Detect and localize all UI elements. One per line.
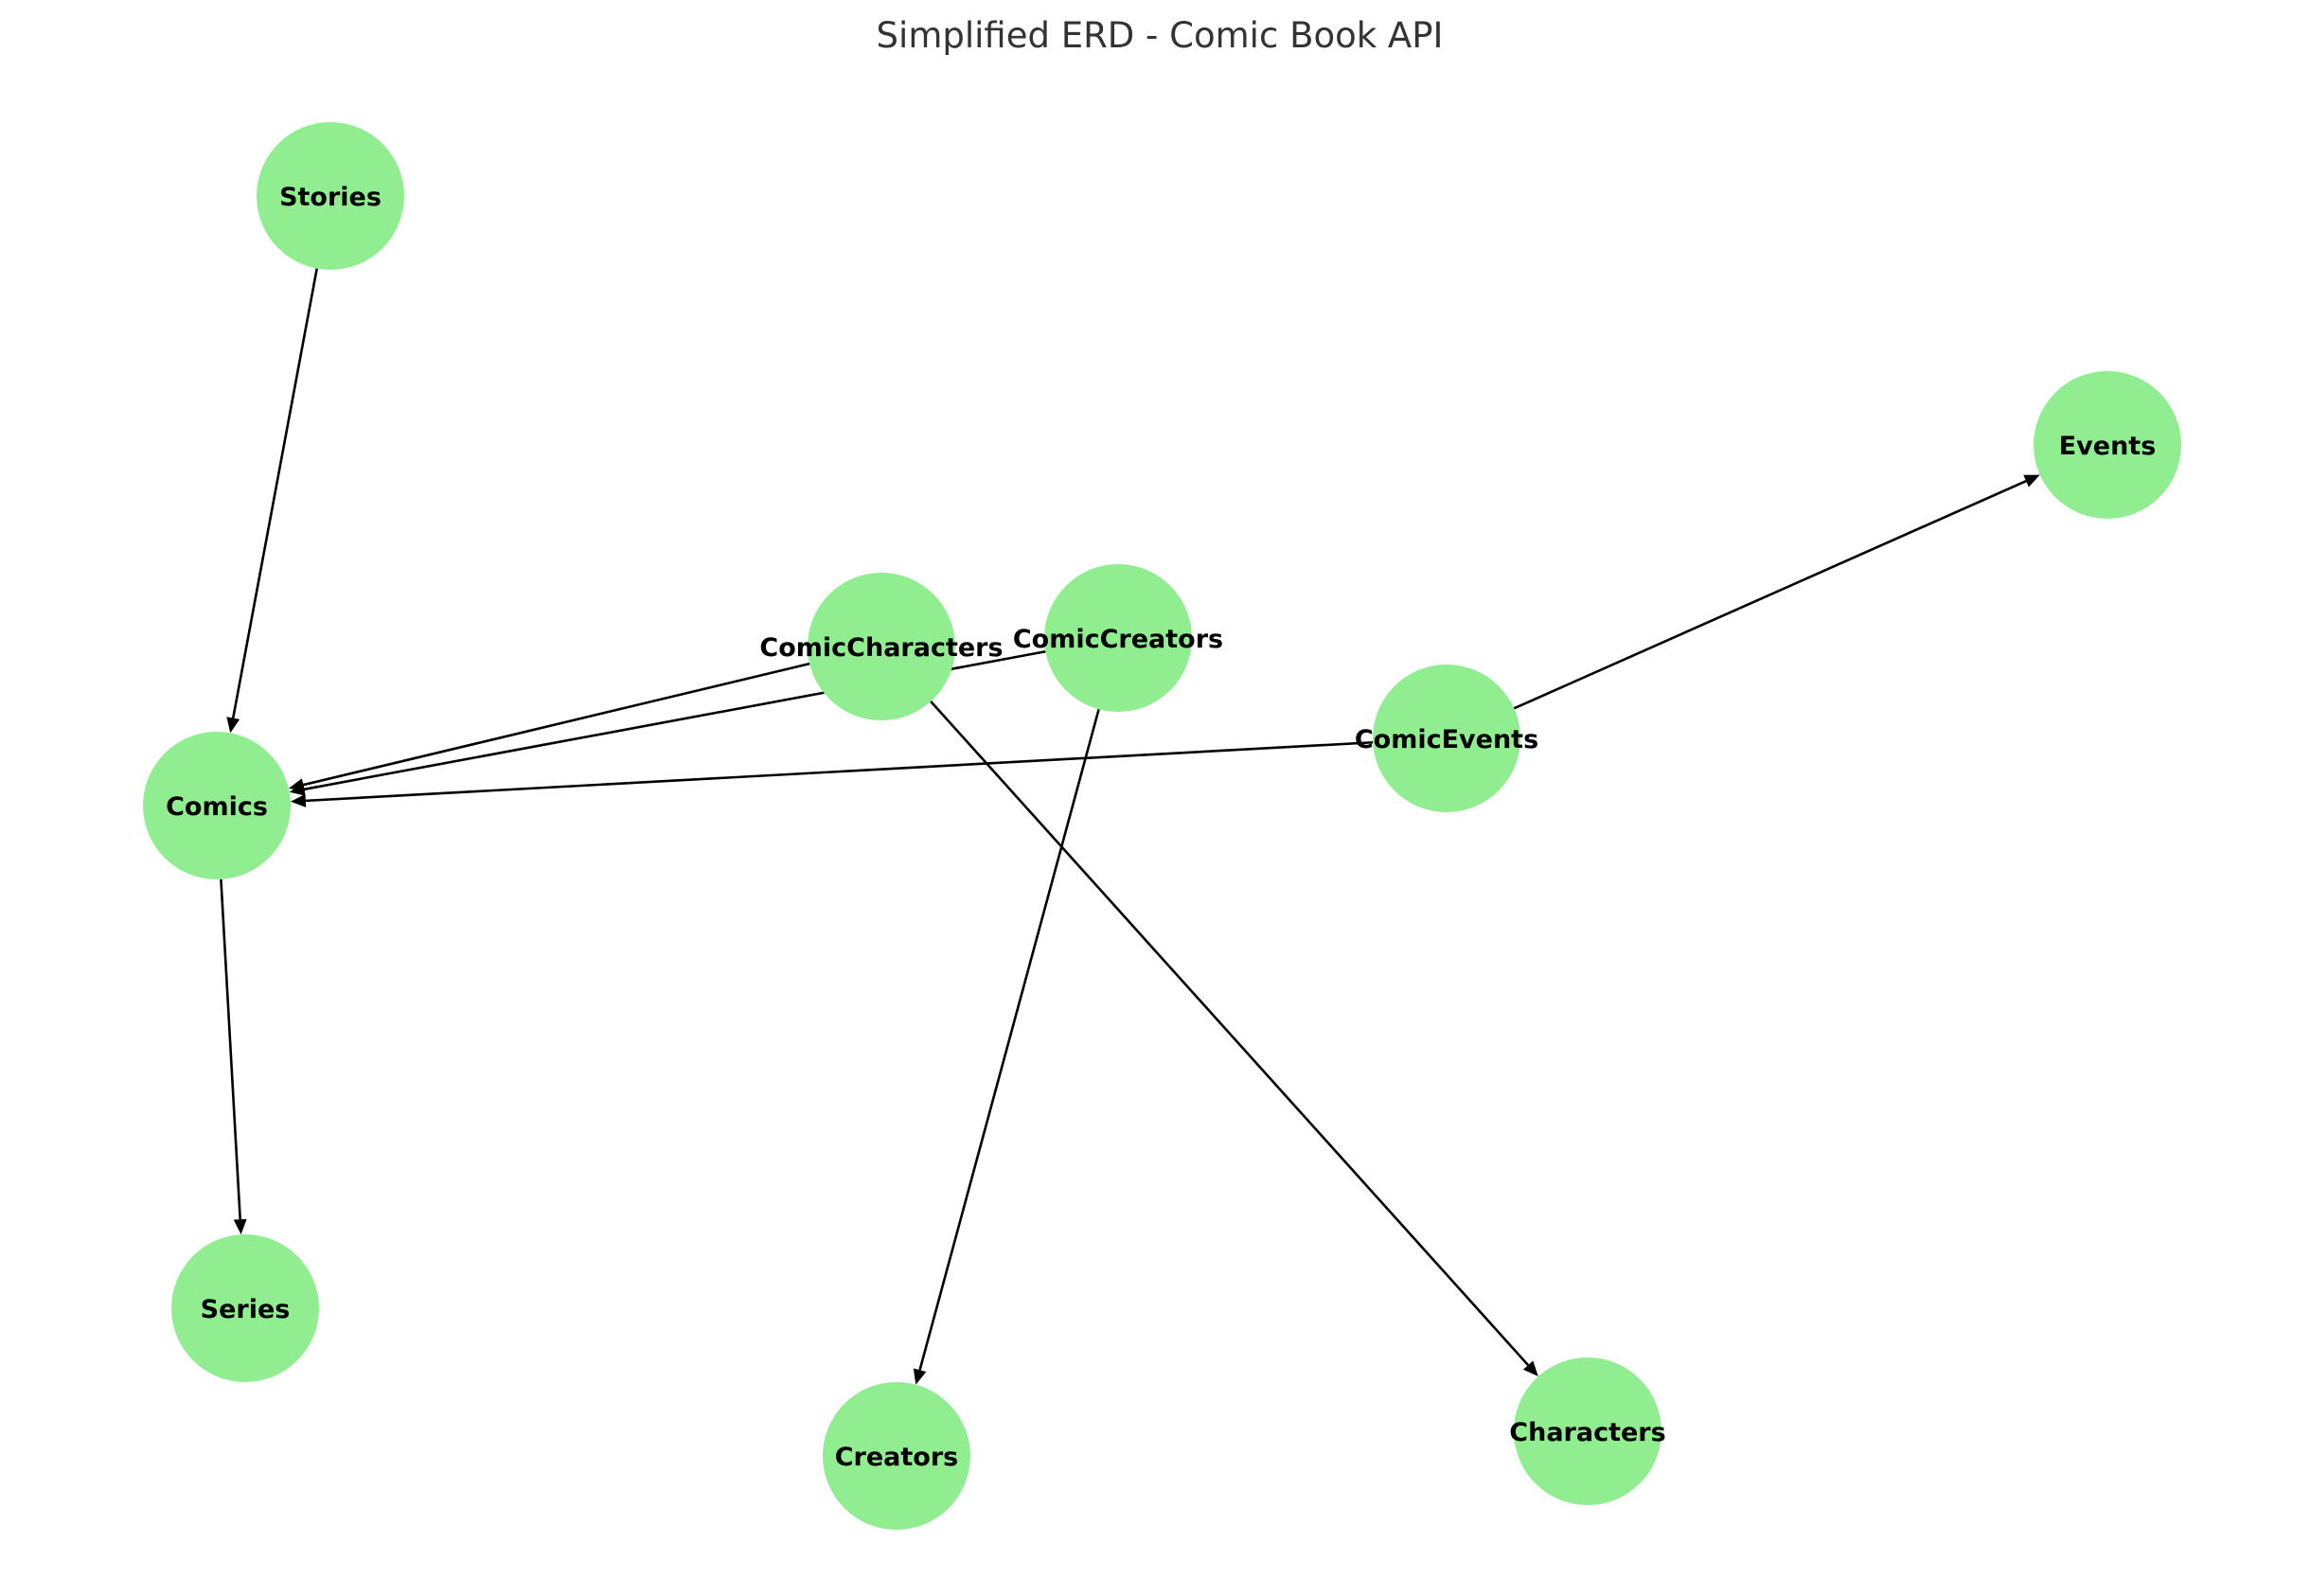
- arrowhead: [913, 1368, 927, 1385]
- node-circle: [1514, 1357, 1661, 1505]
- node-label: ComicCreators: [1013, 625, 1223, 654]
- node-stories[interactable]: Stories: [257, 122, 404, 270]
- edge-line: [305, 740, 1374, 803]
- edge-line: [918, 708, 1100, 1371]
- node-circle: [1373, 665, 1520, 812]
- node-circle: [823, 1382, 970, 1530]
- node-circle: [2034, 371, 2181, 519]
- edge-line: [1513, 479, 2027, 710]
- edge-comic_characters-to-comics: [288, 662, 810, 791]
- edge-comic_events-to-events: [1513, 474, 2040, 710]
- node-circle: [808, 573, 955, 720]
- edge-stories-to-comics: [226, 268, 318, 734]
- edge-line: [231, 268, 318, 718]
- node-circle: [171, 1234, 319, 1382]
- arrowhead: [2023, 474, 2040, 488]
- arrowhead: [289, 782, 306, 796]
- node-comics[interactable]: Comics: [143, 732, 291, 879]
- node-label: Series: [201, 1295, 291, 1324]
- node-circle: [143, 732, 291, 879]
- arrowhead: [1522, 1360, 1538, 1377]
- node-comic_events[interactable]: ComicEvents: [1355, 665, 1538, 812]
- node-series[interactable]: Series: [171, 1234, 319, 1382]
- edge-line: [930, 700, 1530, 1366]
- edge-comic_characters-to-characters: [930, 700, 1538, 1377]
- edge-comics-to-series: [220, 878, 247, 1235]
- edge-comic_creators-to-creators: [913, 708, 1100, 1385]
- diagram-title: Simplified ERD - Comic Book API: [877, 15, 1444, 56]
- node-label: ComicEvents: [1355, 725, 1538, 754]
- node-events[interactable]: Events: [2034, 371, 2181, 519]
- node-label: ComicCharacters: [759, 633, 1003, 663]
- node-circle: [257, 122, 404, 270]
- node-comic_creators[interactable]: ComicCreators: [1013, 564, 1223, 712]
- node-label: Events: [2059, 432, 2157, 461]
- edge-line: [220, 878, 241, 1220]
- arrowhead: [290, 793, 307, 807]
- node-characters[interactable]: Characters: [1509, 1357, 1666, 1505]
- node-label: Creators: [835, 1443, 959, 1472]
- edge-comic_events-to-comics: [290, 740, 1374, 807]
- node-circle: [1044, 564, 1192, 712]
- node-label: Comics: [166, 792, 268, 822]
- node-label: Characters: [1509, 1418, 1665, 1447]
- arrowhead: [226, 717, 240, 734]
- node-comic_characters[interactable]: ComicCharacters: [759, 573, 1004, 720]
- edge-line: [303, 662, 810, 787]
- node-label: Stories: [279, 183, 382, 212]
- node-creators[interactable]: Creators: [823, 1382, 970, 1530]
- edges-layer: [220, 268, 2040, 1385]
- arrowhead: [233, 1218, 247, 1235]
